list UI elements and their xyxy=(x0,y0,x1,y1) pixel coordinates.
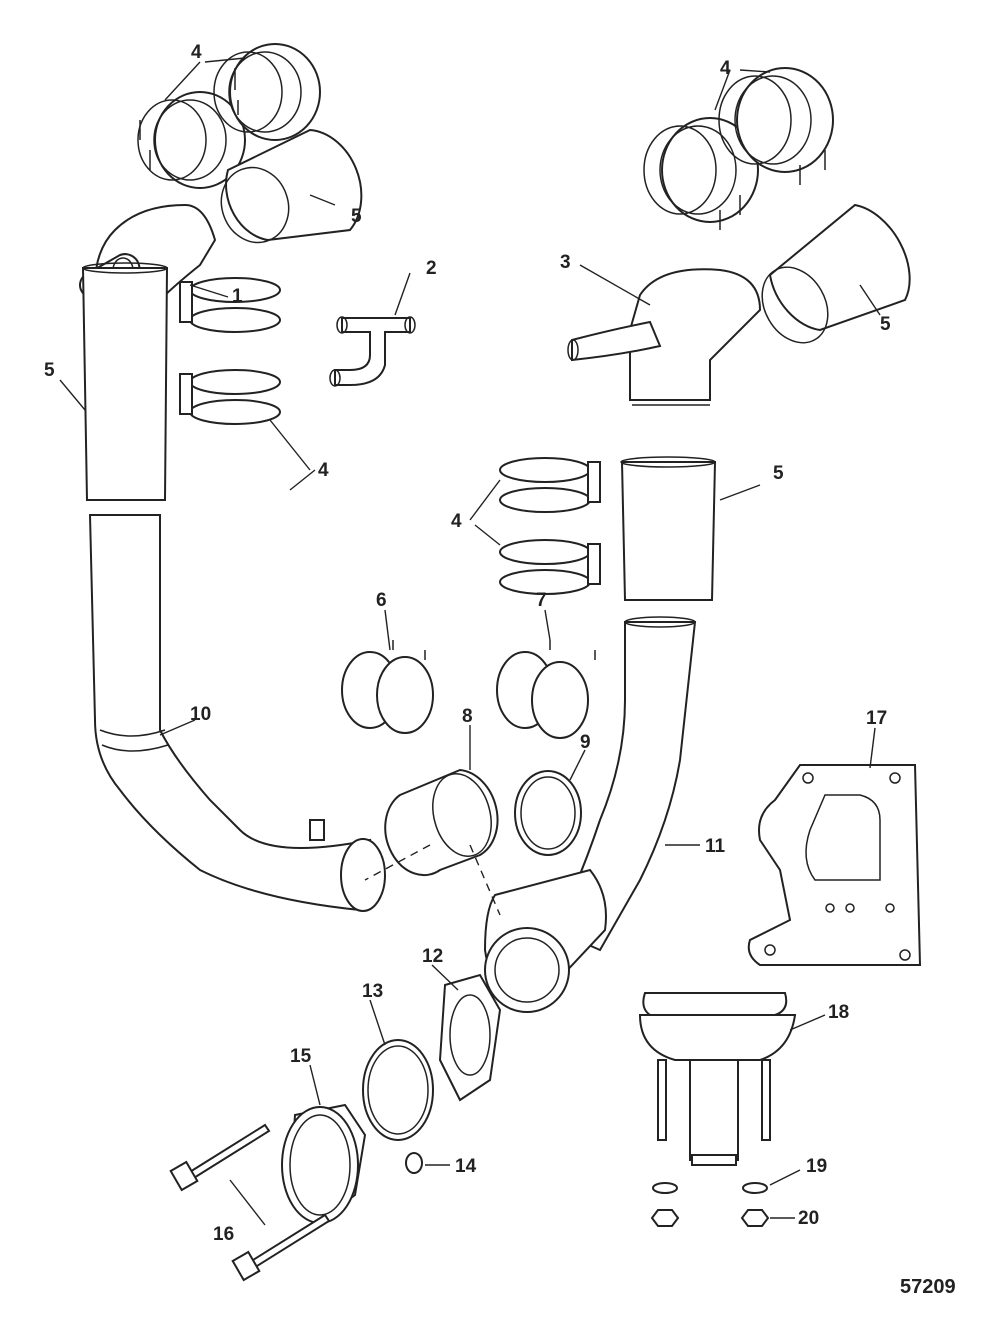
callout-4-top-right: 4 xyxy=(720,58,731,79)
outlet-cap-18 xyxy=(638,992,797,1166)
washer-14 xyxy=(405,1152,423,1174)
clamp-stack-middle-left xyxy=(179,277,281,425)
gasket-17 xyxy=(747,764,922,966)
callout-18: 18 xyxy=(828,1002,849,1023)
o-ring-13 xyxy=(362,1039,434,1141)
sleeve-top-left xyxy=(220,128,363,244)
gasket-12 xyxy=(438,973,502,1102)
callout-15: 15 xyxy=(290,1046,312,1067)
callout-5-middle-left: 5 xyxy=(44,360,55,381)
callout-5-middle-right: 5 xyxy=(773,463,784,484)
sleeve-middle-right xyxy=(620,456,717,601)
leader-lines xyxy=(59,57,881,1226)
callout-12: 12 xyxy=(422,946,443,967)
callout-4-middle-left: 4 xyxy=(318,460,329,481)
callout-5-top-right: 5 xyxy=(880,314,891,335)
clamp-6 xyxy=(341,640,434,734)
callout-4-middle-right: 4 xyxy=(451,511,462,532)
callout-20: 20 xyxy=(798,1208,819,1229)
callout-6: 6 xyxy=(376,590,387,611)
callout-5-top-left: 5 xyxy=(351,206,362,227)
seal-ring-9 xyxy=(514,770,582,856)
callout-8: 8 xyxy=(462,706,473,727)
callout-3: 3 xyxy=(560,252,571,273)
nuts-20 xyxy=(650,1209,770,1227)
callout-2: 2 xyxy=(426,258,437,279)
callout-17: 17 xyxy=(866,708,887,729)
flange-15 xyxy=(281,1103,367,1227)
callout-7: 7 xyxy=(536,590,547,611)
bolt-16-lower xyxy=(231,1213,331,1282)
exhaust-pipe-10 xyxy=(88,514,386,912)
exhaust-pipe-11 xyxy=(483,616,697,1013)
clamp-pair-top-right xyxy=(643,67,834,230)
callout-11: 11 xyxy=(705,836,726,857)
clamp-7 xyxy=(496,640,596,739)
bolt-16-upper xyxy=(169,1123,271,1192)
alignment-line-2 xyxy=(469,844,501,916)
washers-19 xyxy=(652,1182,768,1194)
clamp-stack-middle-right xyxy=(499,457,601,595)
callout-19: 19 xyxy=(806,1156,827,1177)
callout-4-top-left: 4 xyxy=(191,42,202,63)
callout-13: 13 xyxy=(362,981,383,1002)
callout-14: 14 xyxy=(455,1156,477,1177)
callout-16: 16 xyxy=(213,1224,234,1245)
alignment-line-1 xyxy=(364,844,431,881)
fitting-2 xyxy=(329,316,416,387)
callout-1: 1 xyxy=(232,286,243,307)
sleeve-middle-left xyxy=(81,262,169,501)
callout-9: 9 xyxy=(580,732,591,753)
elbow-3 xyxy=(567,268,762,406)
adapter-8 xyxy=(384,768,499,877)
sleeve-top-right xyxy=(761,203,911,344)
clamp-pair-top-left xyxy=(137,43,321,189)
callout-10: 10 xyxy=(190,704,211,725)
figure-number: 57209 xyxy=(900,1276,956,1298)
